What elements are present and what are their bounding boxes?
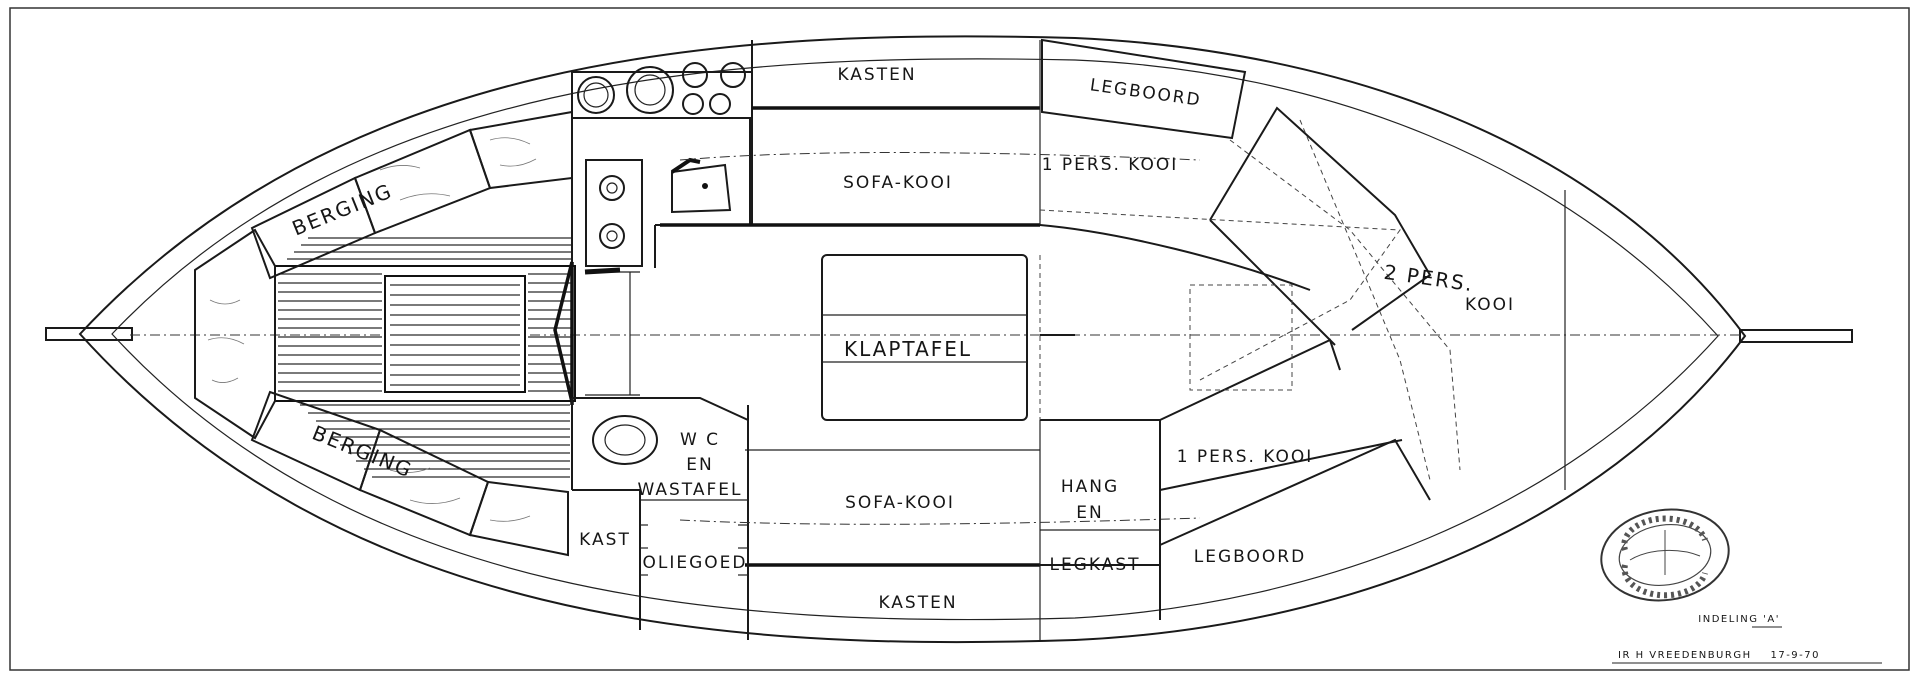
aft-locker-grain	[207, 299, 245, 383]
title-block: INDELING 'A' IR H VREEDENBURGH 17-9-70	[1612, 614, 1882, 664]
stove-unit	[585, 159, 643, 267]
label-en-wc: EN	[686, 455, 713, 475]
sink	[671, 163, 732, 214]
berging-top	[250, 110, 573, 280]
label-legboord-top: LEGBOORD	[1089, 75, 1203, 110]
label-klaptafel: KLAPTAFEL	[844, 337, 972, 361]
label-oliegoed: OLIEGOED	[643, 553, 748, 573]
label-wc: W C	[680, 430, 720, 450]
toilet-icon	[592, 415, 658, 465]
label-legkast: LEGKAST	[1049, 555, 1140, 575]
companionway	[553, 261, 640, 405]
indeling-label: INDELING 'A'	[1698, 614, 1780, 625]
bow-stub	[1739, 329, 1853, 343]
saloon-top	[660, 40, 1201, 227]
label-1-pers-kooi-top: 1 PERS. KOOI	[1042, 155, 1179, 175]
label-legboord-bottom: LEGBOORD	[1194, 547, 1306, 567]
burner-icon	[709, 93, 731, 115]
klaptafel	[821, 254, 1028, 421]
label-kasten-bottom: KASTEN	[878, 593, 957, 613]
burner-icon	[682, 62, 708, 88]
galley	[571, 62, 753, 280]
label-kasten-top: KASTEN	[837, 65, 916, 85]
heads-area	[571, 397, 749, 630]
hull-outline	[78, 35, 1747, 644]
burner-icon	[682, 93, 704, 115]
date-label: 17-9-70	[1770, 650, 1820, 661]
burner-icon	[577, 76, 615, 114]
label-2-pers-kooi: KOOI	[1465, 295, 1515, 315]
label-sofa-kooi-bottom: SOFA-KOOI	[845, 493, 955, 513]
label-kast: KAST	[579, 530, 631, 550]
room-labels: KASTEN LEGBOORD SOFA-KOOI 1 PERS. KOOI B…	[289, 65, 1515, 613]
berging-bottom	[250, 390, 569, 557]
aft-locker	[194, 228, 276, 440]
sink-edge	[670, 157, 701, 174]
author-label: IR H VREEDENBURGH	[1618, 650, 1752, 661]
fore-cabin	[1039, 38, 1566, 620]
burner-icon	[720, 62, 746, 88]
label-1-pers-kooi-bottom: 1 PERS. KOOI	[1177, 447, 1314, 467]
label-en-hang: EN	[1076, 503, 1103, 523]
hob-icon	[599, 223, 625, 249]
hob-icon	[599, 175, 625, 201]
label-wastafel: WASTAFEL	[638, 480, 743, 500]
label-hang: HANG	[1061, 477, 1119, 497]
sheet-border	[9, 7, 1910, 671]
stern-stub	[45, 327, 133, 341]
cockpit-grating	[274, 265, 576, 402]
label-sofa-kooi-top: SOFA-KOOI	[843, 173, 953, 193]
burner-icon	[626, 66, 674, 114]
label-2-pers: 2 PERS.	[1382, 260, 1475, 296]
office-stamp	[1600, 508, 1730, 602]
